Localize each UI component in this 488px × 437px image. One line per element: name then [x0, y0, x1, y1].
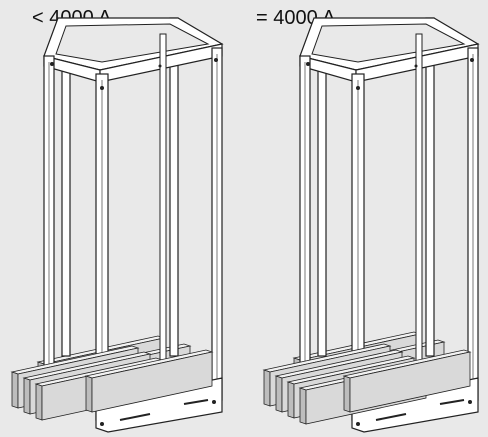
enclosure-left — [11, 17, 223, 433]
enclosure-right — [263, 17, 479, 433]
